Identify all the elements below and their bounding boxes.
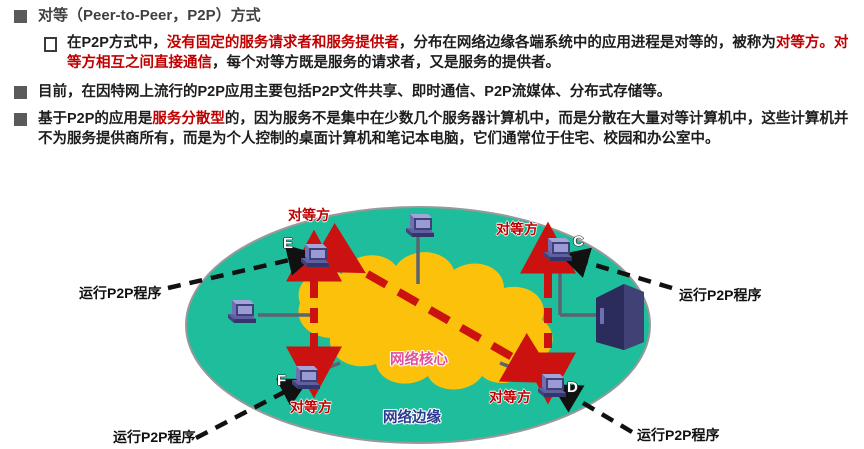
heading-suffix: 方式: [230, 7, 261, 24]
bullet-1-text: 在P2P方式中，没有固定的服务请求者和服务提供者，分布在网络边缘各端系统中的应用…: [67, 33, 854, 73]
callout-arrow-top-left: [167, 244, 317, 291]
bullet-item-2: 目前，在因特网上流行的P2P应用主要包括P2P文件共享、即时通信、P2P流媒体、…: [14, 82, 854, 102]
filled-square-bullet-icon: [14, 10, 27, 23]
node-label-e: E: [283, 235, 294, 252]
callout-arrow-top-right: [559, 247, 673, 291]
seg: 基于P2P的应用是: [38, 111, 153, 127]
p2p-network-diagram: 对等方 E 对等方 C F 对等方 D 对等方 网络核心 网络边缘 运行P2P程…: [0, 198, 864, 449]
seg-highlight: 没有固定的服务请求者和服务提供者: [166, 35, 399, 51]
seg: ，分布在网络边缘各端系统中的应用进程是对等的，被称为: [398, 35, 776, 51]
node-label-d: D: [567, 379, 578, 396]
bullet-2-text: 目前，在因特网上流行的P2P应用主要包括P2P文件共享、即时通信、P2P流媒体、…: [38, 82, 671, 102]
computer-icon-f: [292, 366, 320, 389]
bullet-item-3: 基于P2P的应用是服务分散型的，因为服务不是集中在少数几个服务器计算机中，而是分…: [14, 109, 854, 149]
seg: 的，因为服务不是集中在少数几个服务器计算机中，而是分散在大量对等计算机中，这些计…: [38, 111, 849, 147]
seg: 在P2P方式中，: [67, 35, 167, 51]
filled-square-bullet-icon: [14, 86, 27, 99]
peer-label-e: 对等方: [288, 207, 330, 223]
computer-icon-left: [228, 300, 256, 323]
node-label-f: F: [277, 372, 287, 389]
computer-icon-e: [301, 244, 329, 267]
run-label-top-left: 运行P2P程序: [79, 285, 162, 301]
slide-text-block: 对等（Peer-to-Peer，P2P）方式 在P2P方式中，没有固定的服务请求…: [0, 0, 864, 156]
peer-label-c: 对等方: [496, 221, 538, 237]
network-core-label: 网络核心: [390, 352, 448, 368]
diagram-svg: [167, 206, 673, 444]
server-icon-right: [596, 284, 644, 350]
computer-icon-d: [538, 374, 566, 397]
heading-paren: （Peer-to-Peer，P2P）: [68, 7, 231, 24]
callout-arrow-bottom-left: [194, 378, 310, 440]
callout-arrow-bottom-right: [551, 384, 634, 434]
filled-square-bullet-icon: [14, 113, 27, 126]
peer-label-f: 对等方: [290, 399, 332, 415]
network-edge-label: 网络边缘: [383, 410, 441, 426]
run-label-bottom-right: 运行P2P程序: [637, 427, 720, 443]
bullet-3-text: 基于P2P的应用是服务分散型的，因为服务不是集中在少数几个服务器计算机中，而是分…: [38, 109, 854, 149]
hollow-square-bullet-icon: [44, 37, 57, 52]
bullet-item-1: 在P2P方式中，没有固定的服务请求者和服务提供者，分布在网络边缘各端系统中的应用…: [14, 33, 854, 73]
red-dashed-diagonal-arrow-e-d: [306, 222, 558, 384]
node-label-c: C: [573, 233, 584, 250]
heading-row: 对等（Peer-to-Peer，P2P）方式: [14, 6, 854, 26]
run-label-bottom-left: 运行P2P程序: [113, 429, 196, 445]
seg: 目前，在因特网上流行的P2P应用主要包括P2P文件共享、即时通信、P2P流媒体、…: [38, 84, 672, 100]
page-title: 对等（Peer-to-Peer，P2P）方式: [38, 6, 261, 26]
heading-prefix: 对等: [38, 7, 69, 24]
computer-icon-c: [544, 238, 572, 261]
computer-icon-top-center: [406, 214, 434, 237]
seg: ，每个对等方既是服务的请求者，又是服务的提供者。: [212, 55, 560, 71]
run-label-top-right: 运行P2P程序: [679, 287, 762, 303]
peer-label-d: 对等方: [489, 389, 531, 405]
seg-highlight: 服务分散型: [152, 111, 225, 127]
seg-highlight: 对等方。对等方相互之间直接通信: [67, 35, 849, 71]
